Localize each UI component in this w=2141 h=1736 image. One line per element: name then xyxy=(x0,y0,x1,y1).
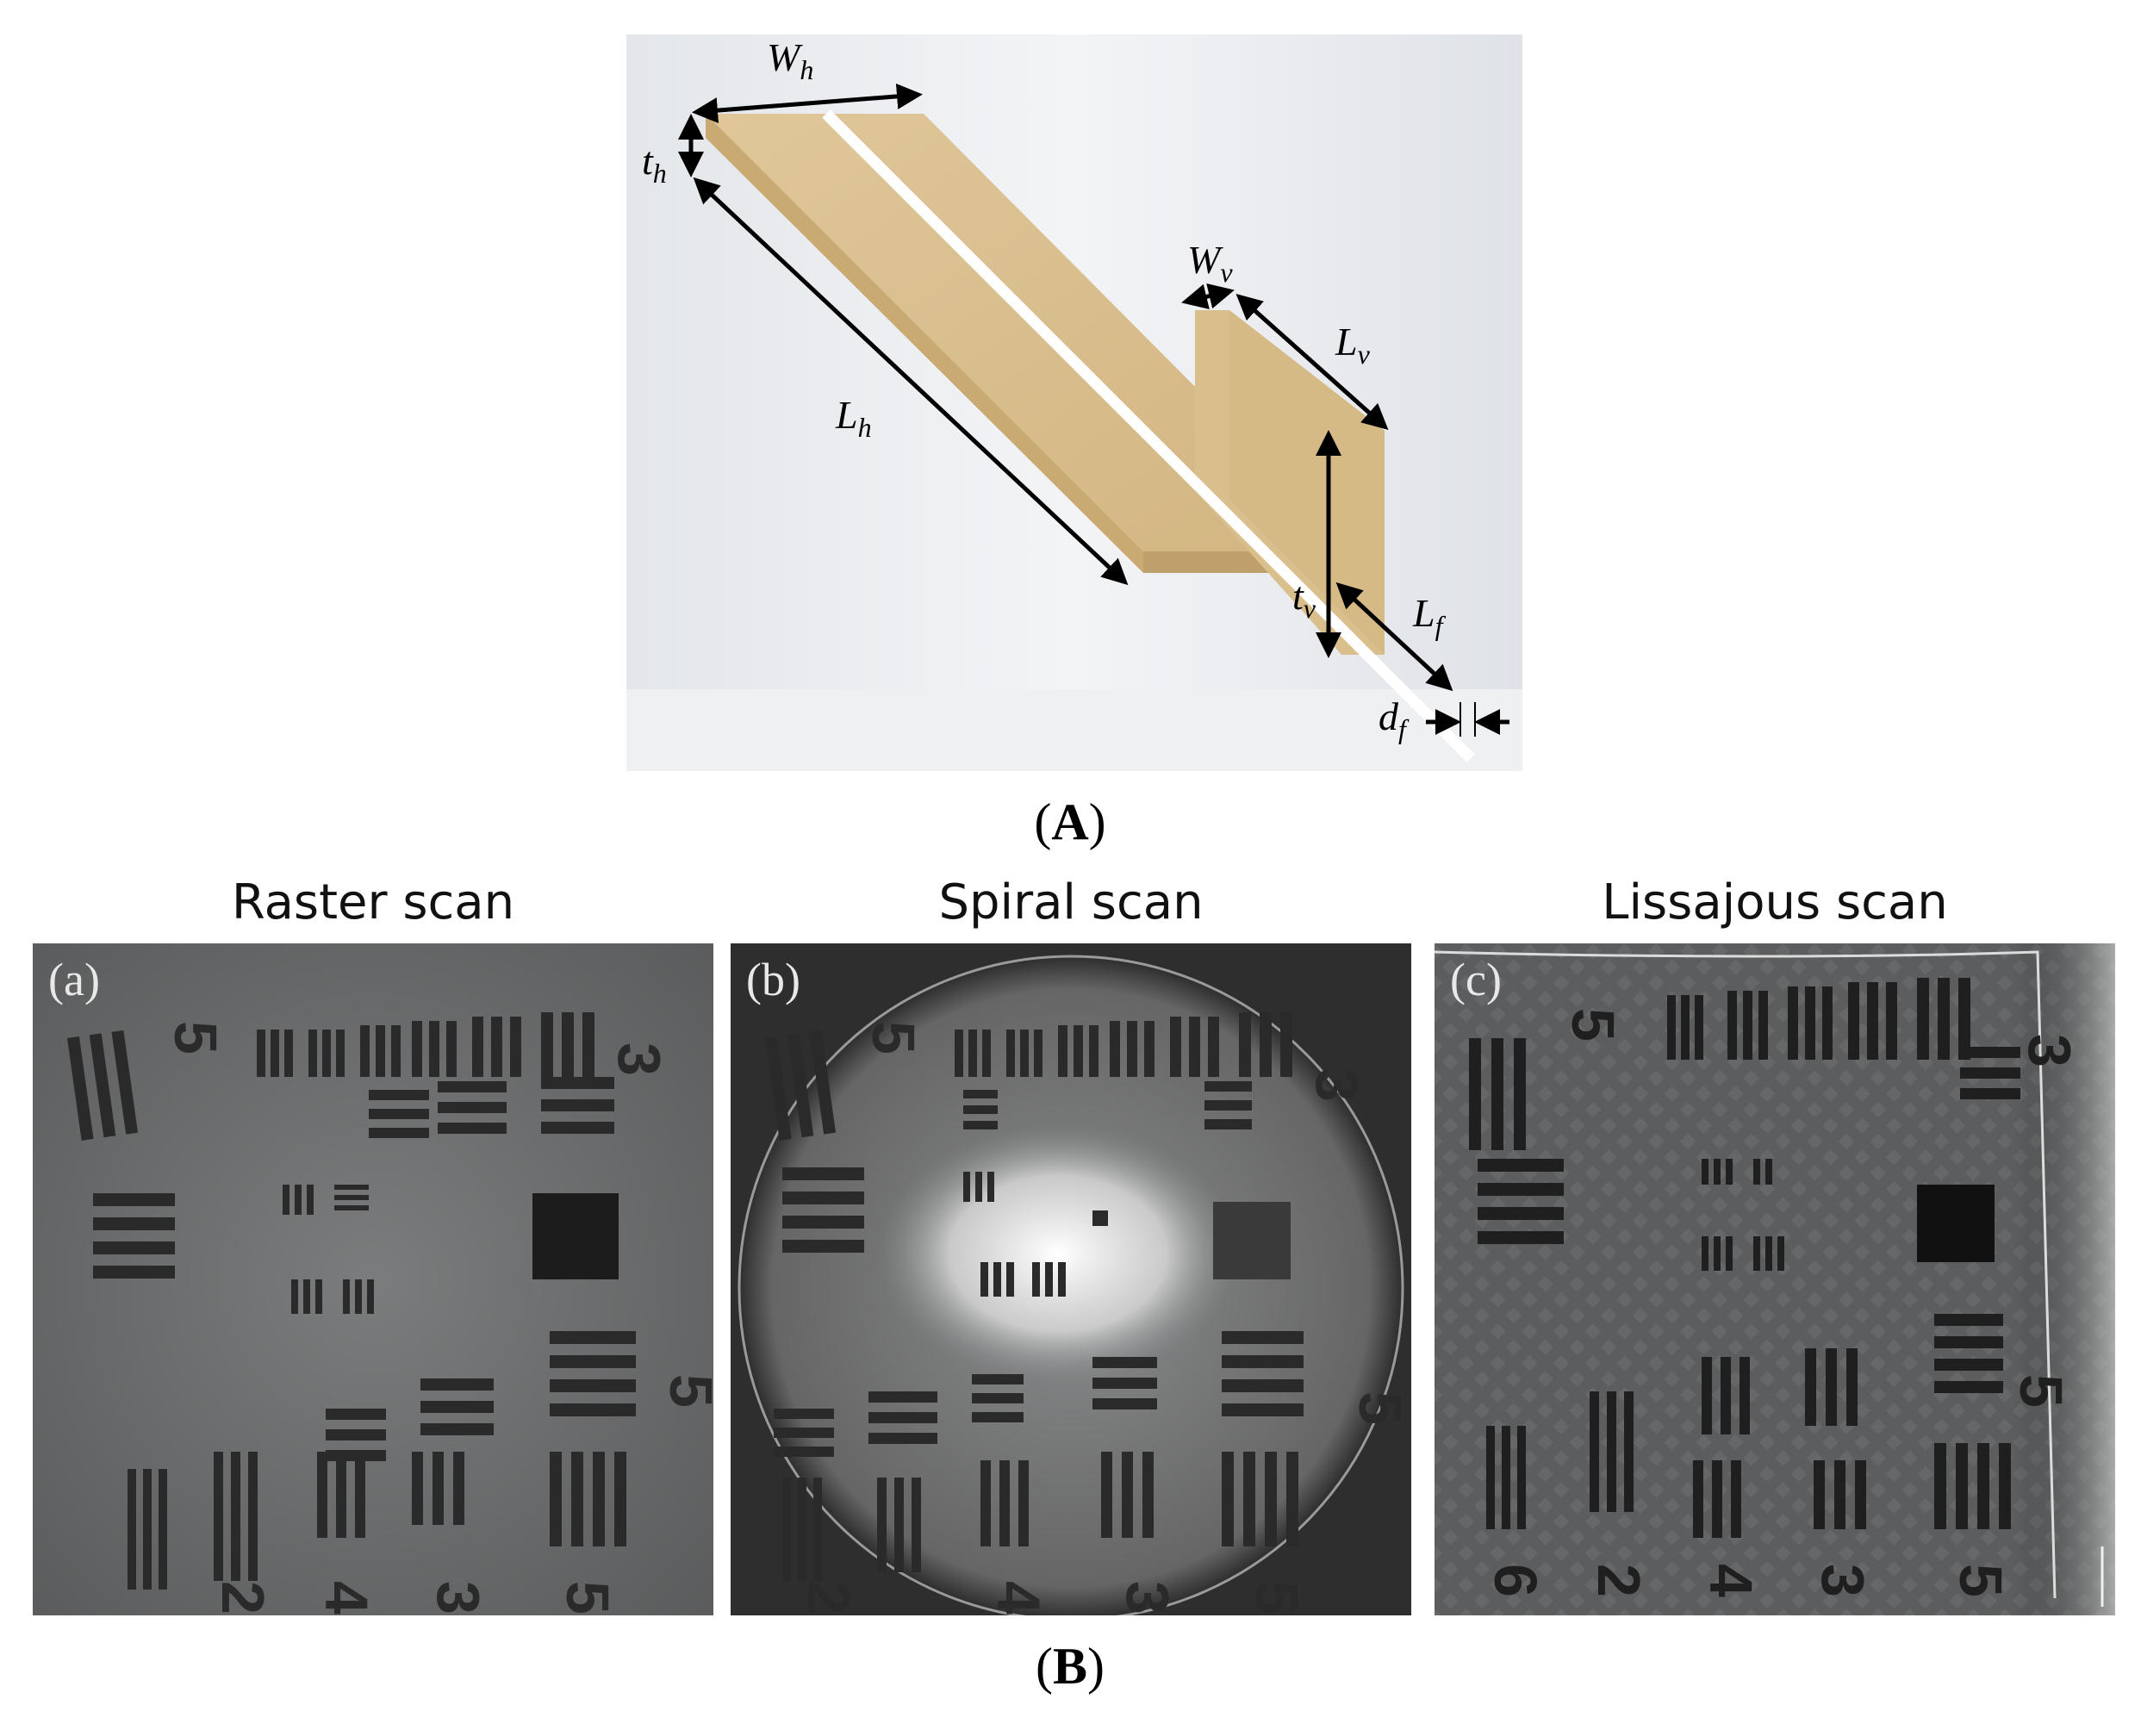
lissajous-number-3: 3 xyxy=(2016,1034,2083,1067)
spiral-number-5-top: 5 xyxy=(860,1021,927,1055)
lh-label: Lh xyxy=(836,393,872,444)
lissajous-number-5-top: 5 xyxy=(1559,1008,1627,1042)
lv-label: Lv xyxy=(1335,320,1370,370)
th-label: th xyxy=(642,139,667,190)
spiral-bar-groups xyxy=(765,1012,1304,1581)
lv-arrow xyxy=(1235,294,1389,430)
spiral-scan-target: 5 3 5 2 4 3 5 (b) xyxy=(731,943,1411,1615)
cantilever-diagram xyxy=(626,34,1522,771)
spiral-scan-image: 5 3 5 2 4 3 5 (b) xyxy=(731,943,1411,1615)
raster-number-3-bottom: 3 xyxy=(425,1581,492,1615)
lissajous-number-5-bottom: 5 xyxy=(1947,1564,2014,1597)
lf-label: Lf xyxy=(1413,591,1443,642)
raster-number-2: 2 xyxy=(209,1581,277,1615)
raster-number-3: 3 xyxy=(606,1042,673,1076)
lissajous-scan-image: 5 3 5 2 4 3 5 6 (c) xyxy=(1435,943,2115,1615)
scan-title-spiral: Spiral scan xyxy=(938,874,1204,930)
raster-scan-target: 5 3 5 2 4 3 5 (a) xyxy=(33,943,713,1615)
lissajous-number-6: 6 xyxy=(1482,1564,1549,1597)
spiral-number-5-right: 5 xyxy=(1347,1391,1411,1425)
raster-number-5-bottom: 5 xyxy=(554,1581,621,1615)
lf-arrow xyxy=(1335,582,1453,692)
tv-label: tv xyxy=(1292,574,1316,625)
raster-number-4: 4 xyxy=(313,1581,380,1615)
spiral-number-5-bottom: 5 xyxy=(1243,1581,1310,1615)
lissajous-bar-groups xyxy=(1469,978,2020,1538)
lissajous-scan-target: 5 3 5 2 4 3 5 6 (c) xyxy=(1435,943,2115,1615)
raster-number-5-right: 5 xyxy=(657,1374,713,1408)
raster-bar-groups xyxy=(67,1012,636,1590)
raster-number-5-top: 5 xyxy=(162,1021,229,1055)
spiral-number-4: 4 xyxy=(985,1581,1052,1615)
spiral-number-2: 2 xyxy=(795,1581,862,1615)
lissajous-number-4: 4 xyxy=(1697,1564,1764,1597)
spiral-tag: (b) xyxy=(746,954,800,1005)
scan-title-lissajous: Lissajous scan xyxy=(1602,874,1948,930)
spiral-number-3-bottom: 3 xyxy=(1114,1581,1181,1615)
panel-label-a: (A) xyxy=(1034,793,1106,850)
wh-arrow xyxy=(692,83,923,124)
wv-label: Wv xyxy=(1187,238,1233,289)
lissajous-number-2: 2 xyxy=(1585,1564,1652,1597)
lh-arrow xyxy=(693,177,1129,586)
wv-arrow xyxy=(1181,283,1235,309)
df-label: df xyxy=(1379,694,1406,745)
lissajous-number-5-right: 5 xyxy=(2007,1374,2075,1408)
raster-tag: (a) xyxy=(48,954,100,1005)
lissajous-number-3-bottom: 3 xyxy=(1809,1564,1876,1597)
wh-label: Wh xyxy=(767,35,814,86)
raster-scan-image: 5 3 5 2 4 3 5 (a) xyxy=(33,943,713,1615)
spiral-number-3: 3 xyxy=(1304,1068,1371,1102)
scan-title-raster: Raster scan xyxy=(231,874,515,930)
lissajous-tag: (c) xyxy=(1450,954,1502,1005)
panel-label-b: (B) xyxy=(1036,1638,1105,1695)
